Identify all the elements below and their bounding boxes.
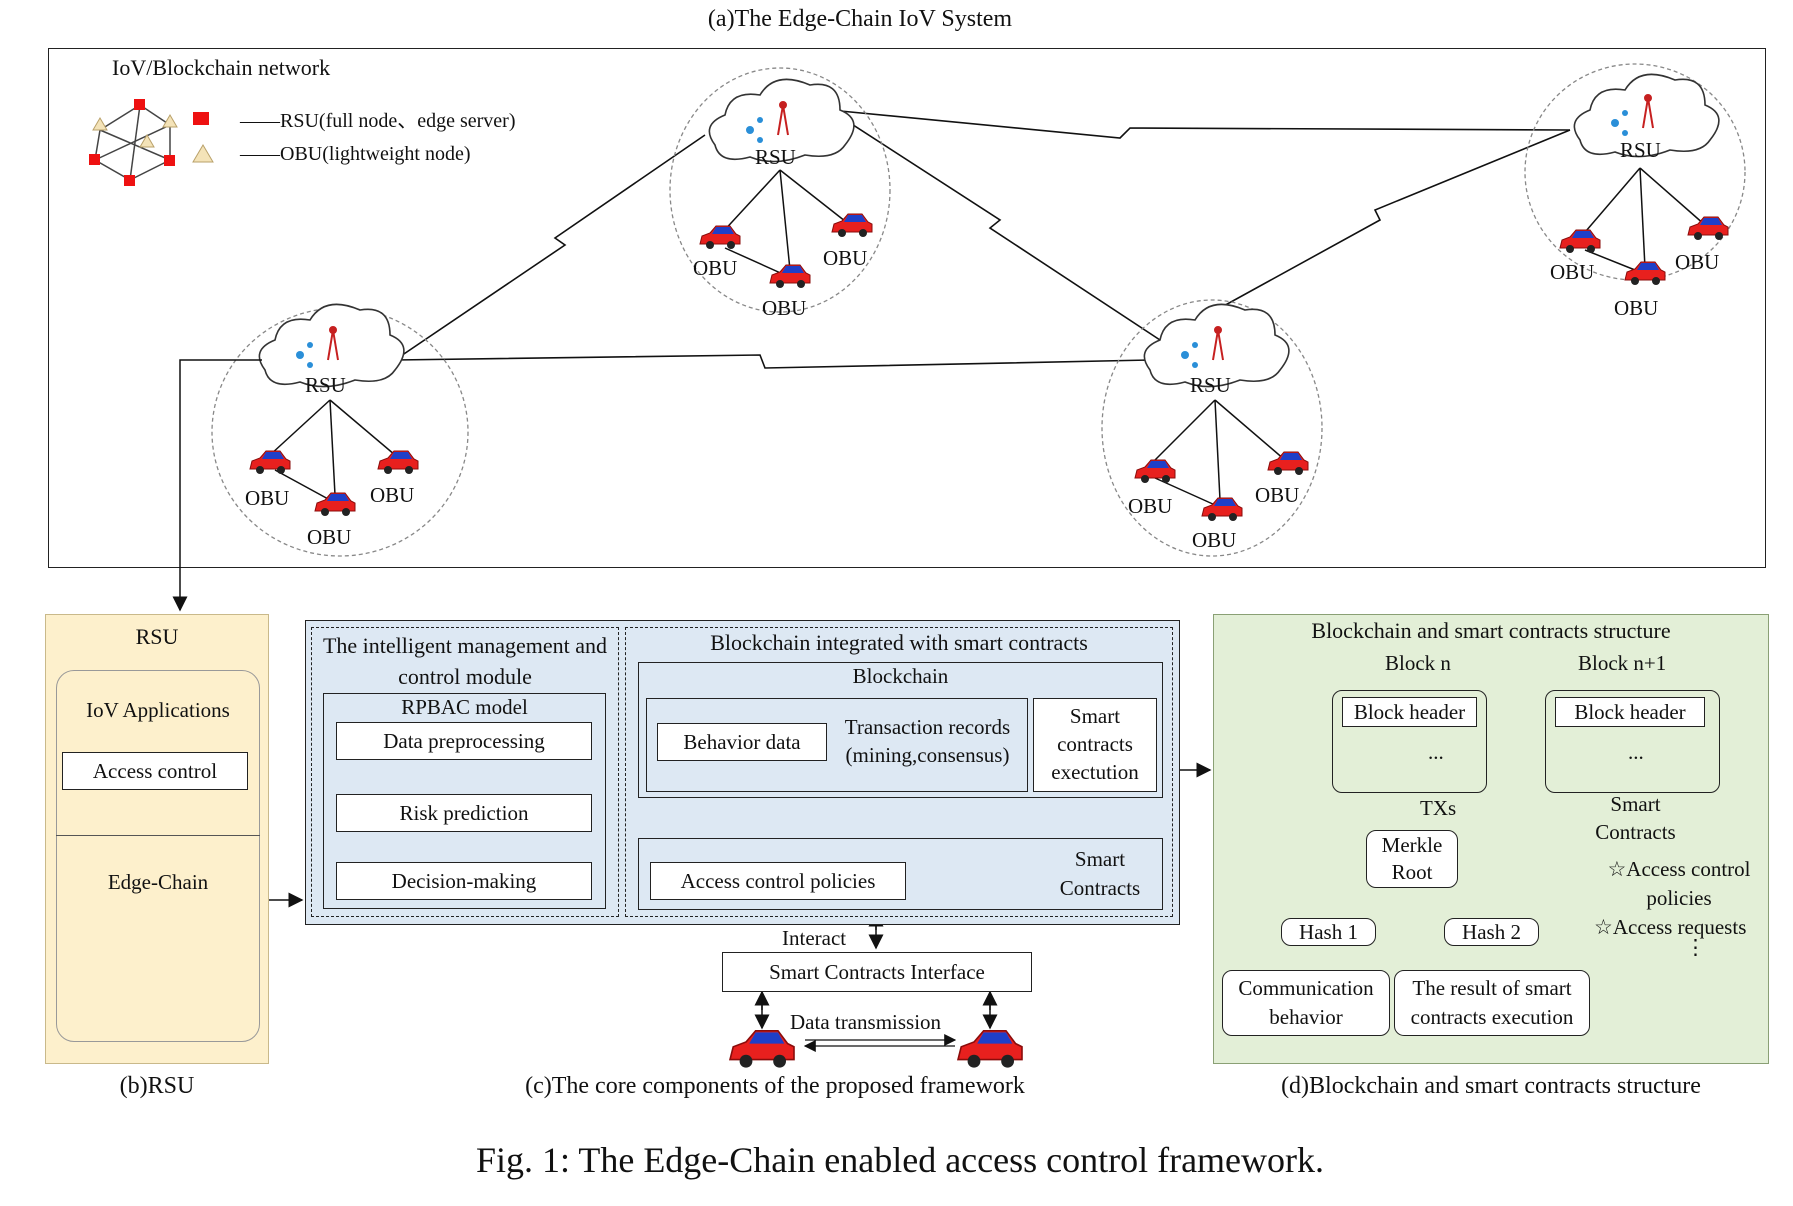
obu-label: OBU xyxy=(1255,483,1300,507)
sc-result-label: The result of smart contracts execution xyxy=(1410,976,1574,1029)
edge-chain-label: Edge-Chain xyxy=(107,870,209,894)
obu-label: OBU xyxy=(370,483,415,507)
blockchain-title: Blockchain xyxy=(852,664,949,688)
panel-c-caption: (c)The core components of the proposed f… xyxy=(525,1073,1025,1099)
risk-prediction-box: Risk prediction xyxy=(336,794,592,832)
rsu-label: RSU xyxy=(305,373,346,397)
block-n1-frame xyxy=(1545,690,1720,793)
panel-b-caption: (b)RSU xyxy=(119,1073,195,1099)
acp-note: ☆Access control policies xyxy=(1607,857,1751,910)
rsu-inner-frame xyxy=(56,670,260,1042)
smart-contracts-label: Smart Contracts xyxy=(1059,847,1141,900)
block-n1-header: Block header xyxy=(1555,697,1705,727)
merkle-root-box: Merkle Root xyxy=(1366,830,1458,888)
merkle-root-label: Merkle Root xyxy=(1381,833,1443,884)
panel-a-frame xyxy=(48,48,1766,568)
behavior-data-box: Behavior data xyxy=(657,723,827,761)
comm-behavior-box: Communication behavior xyxy=(1222,970,1390,1036)
rsu-divider xyxy=(56,835,260,836)
acr-note: ☆Access requests xyxy=(1594,915,1747,939)
legend-rsu-text: ——RSU(full node、edge server) xyxy=(240,110,516,132)
rsu-panel-heading: RSU xyxy=(135,624,179,649)
txs-label: TXs xyxy=(1420,796,1457,820)
obu-label: OBU xyxy=(307,525,352,549)
hash1-box: Hash 1 xyxy=(1281,918,1376,946)
sc-label: Smart Contracts xyxy=(1595,792,1676,844)
obu-label: OBU xyxy=(762,296,807,320)
decision-making-label: Decision-making xyxy=(391,869,537,893)
hash1-label: Hash 1 xyxy=(1299,920,1358,944)
legend-obu-text: ——OBU(lightweight node) xyxy=(240,143,471,165)
obu-label: OBU xyxy=(1614,296,1659,320)
network-graph-icon xyxy=(89,99,178,186)
interact-label: Interact xyxy=(782,926,847,950)
sc-result-box: The result of smart contracts execution xyxy=(1394,970,1590,1036)
car-icon xyxy=(249,213,1729,522)
blockchain-sc-frame xyxy=(625,627,1173,917)
tx-records-label: Transaction records (mining,consensus) xyxy=(844,715,1011,767)
sc-interface-box[interactable]: Smart Contracts Interface xyxy=(722,952,1032,992)
cloud-icon xyxy=(258,73,1720,388)
block-n-header: Block header xyxy=(1342,697,1477,727)
dots-note: ⋮ xyxy=(1685,935,1706,959)
antenna-icon xyxy=(327,94,1654,361)
blockchain-sc-title: Blockchain integrated with smart contrac… xyxy=(710,630,1088,655)
access-control-label: Access control xyxy=(92,759,218,783)
sc-execution-box: Smart contracts exectution xyxy=(1033,698,1157,792)
data-preprocessing-label: Data preprocessing xyxy=(383,729,545,753)
block-header-label: Block header xyxy=(1574,700,1686,724)
block-n1-ellipsis: ... xyxy=(1628,740,1644,764)
risk-prediction-label: Risk prediction xyxy=(399,801,529,825)
obu-label: OBU xyxy=(823,246,868,270)
behavior-data-label: Behavior data xyxy=(683,730,801,754)
access-control-box: Access control xyxy=(62,752,248,790)
rsu-label: RSU xyxy=(1190,373,1231,397)
obu-label: OBU xyxy=(245,486,290,510)
data-preprocessing-box: Data preprocessing xyxy=(336,722,592,760)
obu-label: OBU xyxy=(1550,260,1595,284)
chain-panel-title: Blockchain and smart contracts structure xyxy=(1311,618,1671,643)
hash2-label: Hash 2 xyxy=(1462,920,1521,944)
data-transmission-label: Data transmission xyxy=(790,1010,942,1034)
legend-rsu-square xyxy=(193,112,209,125)
hash2-box: Hash 2 xyxy=(1444,918,1539,946)
block-n1-label: Block n+1 xyxy=(1578,651,1667,675)
decision-making-box: Decision-making xyxy=(336,862,592,900)
obu-label: OBU xyxy=(1192,528,1237,552)
block-n-ellipsis: ... xyxy=(1428,740,1444,764)
panel-a-title: (a)The Edge-Chain IoV System xyxy=(707,6,1013,32)
acp-label: Access control policies xyxy=(680,869,876,893)
obu-label: OBU xyxy=(1675,250,1720,274)
legend-obu-triangle xyxy=(192,144,214,163)
figure-caption: Fig. 1: The Edge-Chain enabled access co… xyxy=(475,1140,1325,1180)
block-header-label: Block header xyxy=(1353,700,1466,724)
network-label: IoV/Blockchain network xyxy=(112,55,331,80)
rpbac-title: RPBAC model xyxy=(401,695,528,719)
rsu-label: RSU xyxy=(755,145,796,169)
module-frame xyxy=(311,627,619,917)
block-n-frame xyxy=(1332,690,1487,793)
rsu-label: RSU xyxy=(1620,138,1661,162)
sc-execution-label: Smart contracts exectution xyxy=(1051,704,1139,784)
iov-apps-label: IoV Applications xyxy=(86,698,230,722)
module-title: The intelligent management and control m… xyxy=(322,633,608,689)
sc-interface-label: Smart Contracts Interface xyxy=(769,960,985,984)
block-n-label: Block n xyxy=(1385,651,1451,675)
obu-label: OBU xyxy=(1128,494,1173,518)
rsu-panel xyxy=(45,614,269,1064)
comm-behavior-label: Communication behavior xyxy=(1238,976,1374,1029)
panel-d-caption: (d)Blockchain and smart contracts struct… xyxy=(1281,1073,1701,1099)
obu-label: OBU xyxy=(693,256,738,280)
acp-box: Access control policies xyxy=(650,862,906,900)
